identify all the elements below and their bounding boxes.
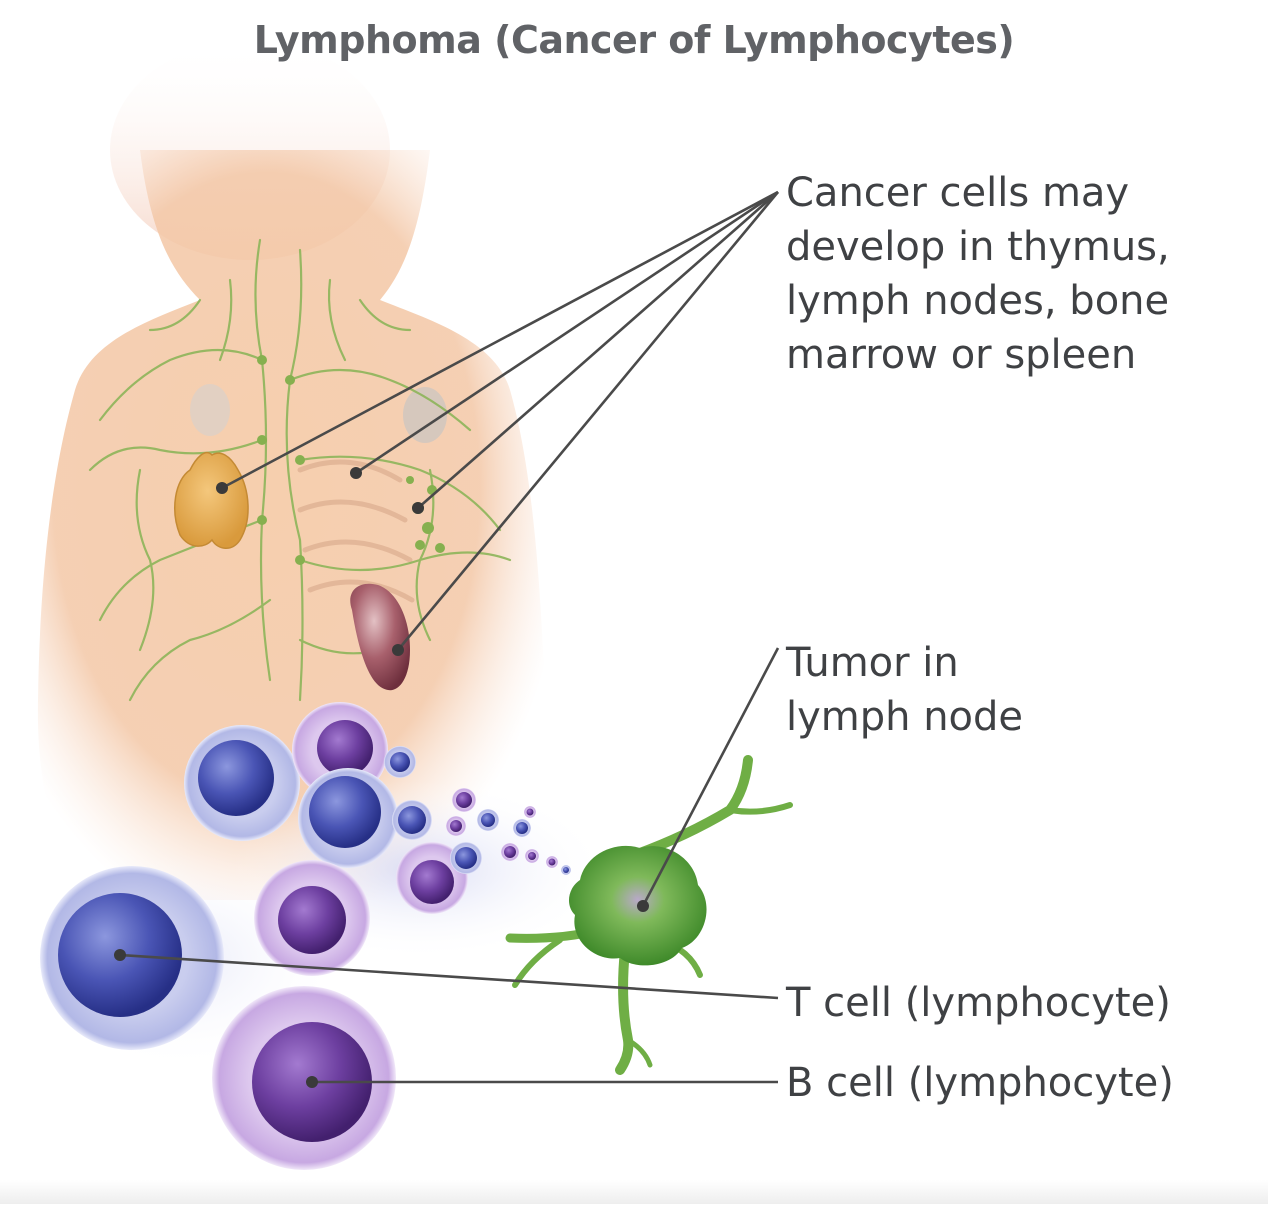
leader-lines (119, 190, 780, 1084)
label-line: lymph nodes, bone (786, 278, 1170, 324)
label-line: Cancer cells may (786, 170, 1130, 216)
torso-figure (37, 40, 546, 900)
label-b-cell: B cell (lymphocyte) (786, 1060, 1174, 1106)
bottom-strip (0, 1180, 1268, 1204)
t-cell-large (40, 866, 224, 1050)
diagram-title: Lymphoma (Cancer of Lymphocytes) (253, 18, 1015, 62)
lymph-vessel-network (88, 238, 512, 702)
label-line: Tumor in (786, 640, 959, 686)
label-t-cell: T cell (lymphocyte) (786, 980, 1171, 1026)
small-cell-trail (384, 746, 571, 875)
cell-cluster (184, 702, 468, 976)
label-line: develop in thymus, (786, 224, 1170, 270)
label-line: marrow or spleen (786, 332, 1137, 378)
leader-dots (114, 467, 649, 1088)
label-cancer-cells: Cancer cells may develop in thymus, lymp… (786, 166, 1170, 382)
label-line: lymph node (786, 694, 1024, 740)
b-cell-large (212, 986, 396, 1170)
spleen-organ (350, 583, 410, 691)
label-tumor: Tumor in lymph node (786, 636, 1023, 744)
thymus-organ (174, 451, 249, 549)
